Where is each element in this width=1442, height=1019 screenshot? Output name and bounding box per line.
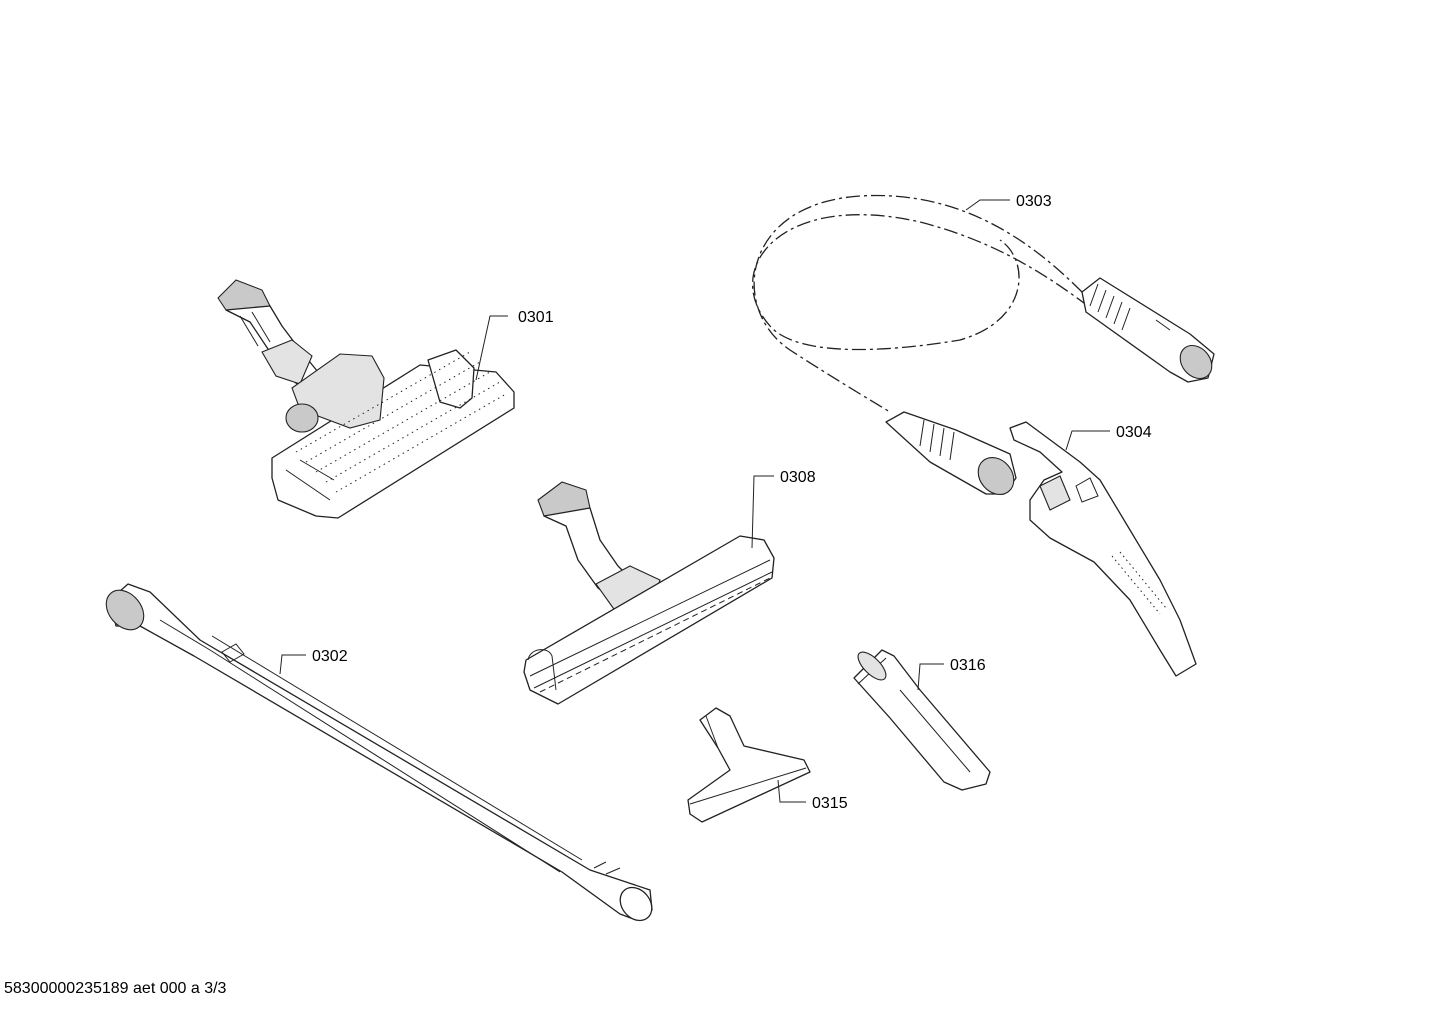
part-0303-suction-hose[interactable] [751, 194, 1219, 502]
part-0308-parquet-nozzle[interactable] [523, 481, 775, 705]
part-0301-floor-nozzle[interactable] [217, 279, 515, 519]
svg-text:0315: 0315 [812, 795, 848, 812]
part-0316-crevice-nozzle[interactable] [853, 648, 991, 791]
part-0304-handle[interactable] [1009, 421, 1197, 677]
part-0315-upholstery-nozzle[interactable] [687, 707, 811, 823]
callout-0302: 0302 [279, 648, 348, 675]
svg-text:0303: 0303 [1016, 193, 1052, 210]
callout-0301: 0301 [475, 309, 554, 381]
callout-0315: 0315 [777, 779, 848, 812]
callout-0303: 0303 [965, 193, 1052, 211]
callout-0308: 0308 [751, 469, 816, 549]
svg-text:0304: 0304 [1116, 424, 1152, 441]
drawing-reference-footer: 58300000235189 aet 000 a 3/3 [4, 980, 227, 997]
part-0302-telescopic-tube[interactable] [99, 583, 659, 927]
svg-text:0302: 0302 [312, 648, 348, 665]
svg-text:0301: 0301 [518, 309, 554, 326]
callout-0316: 0316 [917, 657, 986, 691]
svg-text:0308: 0308 [780, 469, 816, 486]
svg-text:0316: 0316 [950, 657, 986, 674]
callout-0304: 0304 [1065, 424, 1152, 451]
